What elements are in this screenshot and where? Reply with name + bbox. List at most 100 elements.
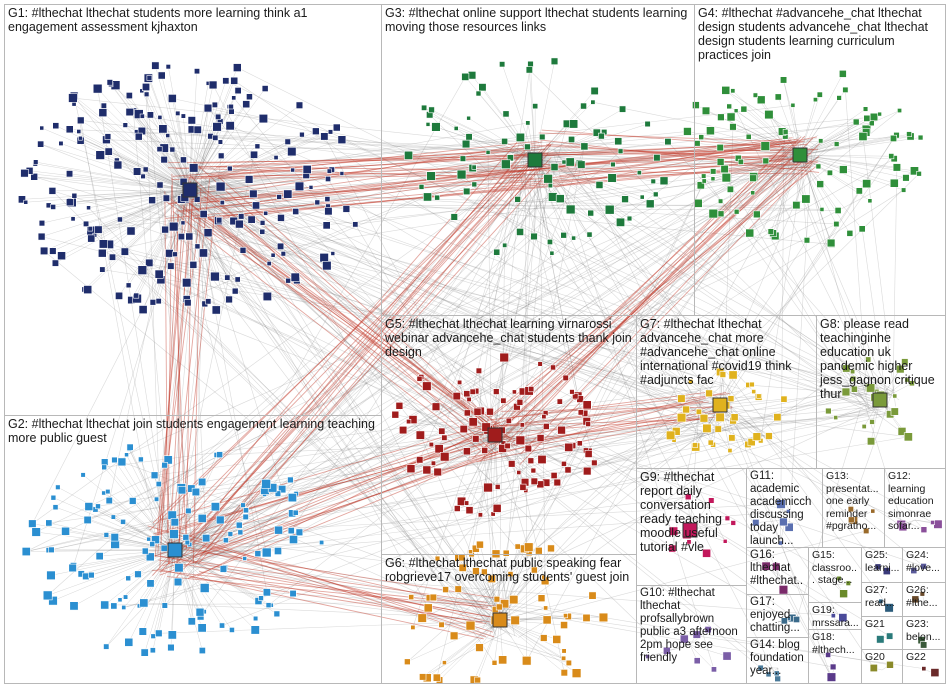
group-box-g13: G13: presentat... one early reminder #pg… [822,468,885,548]
node [406,418,412,425]
edge [104,601,512,606]
node [537,454,547,464]
node [210,502,220,512]
node [163,455,173,465]
node [215,113,222,120]
node [752,519,760,527]
node [502,110,510,118]
edge [445,589,501,621]
edge [159,184,194,564]
edge [465,143,536,161]
node [829,663,837,671]
nodes [17,57,943,685]
node [332,123,341,132]
edge [189,154,255,191]
edge [73,103,191,191]
edge [540,407,864,439]
group-box-g12: G12: learning education simonrae sofar..… [884,468,946,548]
node [577,160,586,169]
edge [799,121,857,156]
node [142,166,149,173]
edge [534,123,648,161]
edge [799,154,904,191]
reply-edge [172,147,532,177]
edge [728,412,933,523]
edge [112,189,191,258]
node [222,77,230,85]
group-box-g22: G22 [902,649,946,684]
group-label-g15: G15: classroo... stage... [812,549,857,586]
node [784,522,794,532]
node [493,248,501,256]
node [692,630,701,639]
node [161,225,169,234]
node [565,204,576,215]
node [510,615,520,625]
edge [174,549,205,612]
node [475,367,483,374]
reply-edge [185,151,526,543]
node [324,207,333,216]
edge [52,190,703,386]
reply-edge [490,166,817,418]
edge [189,187,312,191]
node [33,159,39,165]
node [180,156,187,164]
node [17,195,26,204]
edge [187,436,909,557]
node [536,434,545,442]
node [576,440,583,447]
edge [91,189,191,239]
group-box-g21: G21 [861,616,903,650]
node [834,207,842,214]
edge [743,108,801,156]
edge [720,154,801,214]
edge [180,201,495,664]
edge [494,429,562,436]
edge [106,549,176,647]
node [292,509,299,516]
node [562,374,569,382]
node [287,527,295,535]
node [818,138,824,144]
node [69,601,79,611]
node [156,146,163,153]
edge [123,385,873,608]
edge [534,131,605,161]
edge [208,188,497,392]
edge [195,207,268,593]
group-label-g16: G16: lthechat #lthechat... [750,549,804,595]
node [110,602,118,610]
node [571,668,582,678]
node [471,181,478,188]
edge [534,159,591,214]
node [55,484,61,490]
edge [424,107,865,401]
edge [74,189,191,197]
edge [174,199,446,590]
node [137,265,148,275]
node [903,432,913,442]
edge [399,405,496,436]
node [146,75,153,81]
reply-edge [495,155,820,434]
node [48,595,58,606]
edge [220,165,534,187]
edge [495,425,565,465]
node [542,615,552,625]
edge [174,549,223,626]
node [812,97,818,103]
node [278,485,287,494]
node [263,210,269,216]
node [46,570,56,580]
edge [195,413,868,493]
node [486,407,494,416]
edge [174,549,258,554]
edge [720,154,801,202]
node [757,664,764,671]
edge [88,189,191,208]
group-label-g18: G18: #lthech... [812,631,855,656]
reply-edge [158,559,510,621]
node [283,189,293,199]
